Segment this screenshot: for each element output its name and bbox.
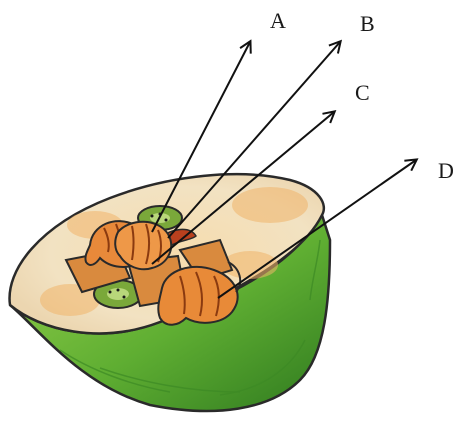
label-a: A — [270, 10, 286, 32]
label-c: C — [355, 82, 370, 104]
label-d: D — [438, 160, 454, 182]
label-b: B — [360, 13, 375, 35]
